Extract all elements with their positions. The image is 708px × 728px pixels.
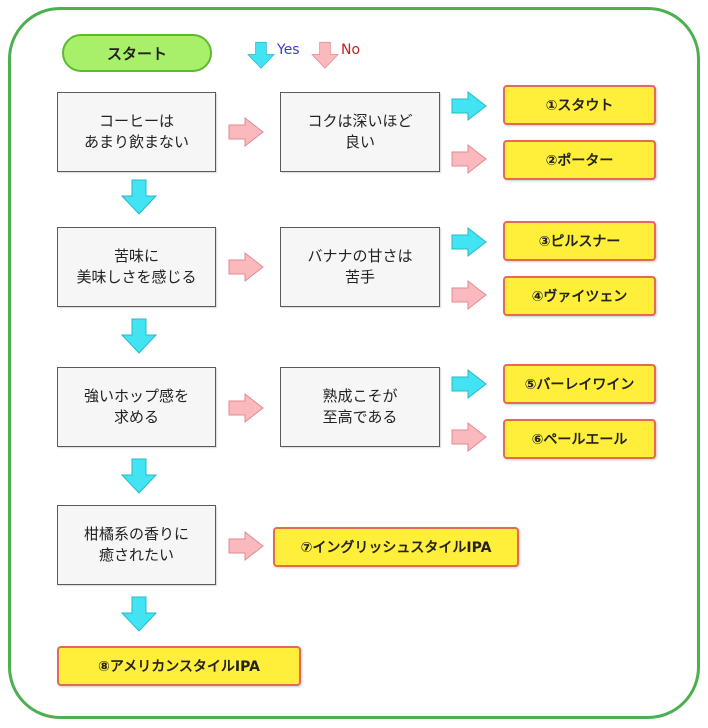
result-pilsner: ③ピルスナー xyxy=(503,221,656,261)
yes-arrow-q4 xyxy=(451,227,487,257)
question-aging-text: 熟成こそが 至高である xyxy=(322,387,398,426)
yes-arrow-q3 xyxy=(121,318,157,354)
question-aging: 熟成こそが 至高である xyxy=(280,367,440,447)
yes-arrow-q1 xyxy=(121,179,157,215)
question-body-text: コクは深いほど 良い xyxy=(307,112,413,151)
result-english-ipa: ⑦イングリッシュスタイルIPA xyxy=(273,527,519,567)
question-body: コクは深いほど 良い xyxy=(280,92,440,172)
result-american-ipa: ⑧アメリカンスタイルIPA xyxy=(57,646,301,686)
no-arrow-q3 xyxy=(228,252,264,282)
question-hops-text: 強いホップ感を 求める xyxy=(83,387,189,426)
result-pale-ale: ⑥ペールエール xyxy=(503,419,656,459)
question-banana-text: バナナの甘さは 苦手 xyxy=(307,247,413,286)
result-porter-label: ②ポーター xyxy=(545,153,614,169)
result-barleywine: ⑤バーレイワイン xyxy=(503,364,656,404)
result-stout-label: ①スタウト xyxy=(545,98,614,114)
legend-yes-label: Yes xyxy=(277,42,300,58)
question-citrus-text: 柑橘系の香りに 癒されたい xyxy=(83,525,189,564)
no-arrow-q2 xyxy=(451,144,487,174)
result-pale-ale-label: ⑥ペールエール xyxy=(531,432,628,448)
result-weizen: ④ヴァイツェン xyxy=(503,276,656,316)
legend-yes-arrow xyxy=(247,41,275,69)
no-arrow-q1 xyxy=(228,117,264,147)
start-node: スタート xyxy=(62,34,212,72)
question-banana: バナナの甘さは 苦手 xyxy=(280,227,440,307)
no-arrow-q5 xyxy=(228,393,264,423)
no-arrow-q7 xyxy=(228,531,264,561)
result-weizen-label: ④ヴァイツェン xyxy=(531,289,628,305)
yes-arrow-q5 xyxy=(121,458,157,494)
question-citrus: 柑橘系の香りに 癒されたい xyxy=(57,505,216,585)
no-arrow-q6 xyxy=(451,422,487,452)
start-label: スタート xyxy=(106,44,167,63)
result-pilsner-label: ③ピルスナー xyxy=(538,234,621,250)
result-english-ipa-label: ⑦イングリッシュスタイルIPA xyxy=(300,540,492,556)
yes-arrow-q6 xyxy=(451,369,487,399)
result-stout: ①スタウト xyxy=(503,85,656,125)
question-coffee: コーヒーは あまり飲まない xyxy=(57,92,216,172)
legend-no-label: No xyxy=(341,42,361,58)
legend-no-arrow xyxy=(311,41,339,69)
question-coffee-text: コーヒーは あまり飲まない xyxy=(83,112,189,151)
question-hops: 強いホップ感を 求める xyxy=(57,367,216,447)
no-arrow-q4 xyxy=(451,280,487,310)
result-porter: ②ポーター xyxy=(503,140,656,180)
question-bitterness: 苦味に 美味しさを感じる xyxy=(57,227,216,307)
result-american-ipa-label: ⑧アメリカンスタイルIPA xyxy=(98,659,260,675)
yes-arrow-q7 xyxy=(121,596,157,632)
result-barleywine-label: ⑤バーレイワイン xyxy=(524,377,635,393)
yes-arrow-q2 xyxy=(451,91,487,121)
question-bitterness-text: 苦味に 美味しさを感じる xyxy=(76,247,197,286)
